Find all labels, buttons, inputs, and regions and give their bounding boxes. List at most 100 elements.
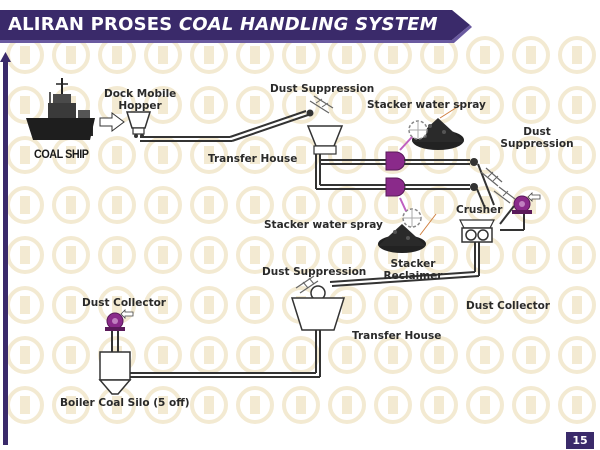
watermark-emblem xyxy=(512,86,550,124)
watermark-emblem xyxy=(144,186,182,224)
conveyor-3 xyxy=(329,242,480,287)
watermark-emblem xyxy=(52,386,90,424)
dust-collector-right-label: Dust Collector xyxy=(466,300,550,312)
crusher-label: Crusher xyxy=(456,204,503,216)
watermark-emblem xyxy=(144,286,182,324)
watermark-emblem xyxy=(558,36,596,74)
stacker-water-spray-top-label: Stacker water spray xyxy=(367,99,486,111)
unload-arrow xyxy=(99,112,125,132)
watermark-emblem xyxy=(190,286,228,324)
dust-spray-mid xyxy=(295,275,319,294)
dust-spray-top xyxy=(309,95,334,114)
watermark-emblem xyxy=(512,136,550,174)
watermark-emblem xyxy=(190,386,228,424)
watermark-emblem xyxy=(558,236,596,274)
transfer-house-top xyxy=(306,125,344,155)
watermark-emblem xyxy=(466,36,504,74)
watermark-emblem xyxy=(52,336,90,374)
watermark-emblem xyxy=(558,136,596,174)
watermark-emblem xyxy=(466,86,504,124)
page-number: 15 xyxy=(566,432,594,449)
dust-collector-left-label: Dust Collector xyxy=(82,297,166,309)
watermark-emblem xyxy=(466,136,504,174)
watermark-emblem xyxy=(52,286,90,324)
stacker-head-1 xyxy=(385,151,406,171)
transfer-house-bottom xyxy=(290,285,346,331)
watermark-emblem xyxy=(98,136,136,174)
watermark-emblem xyxy=(236,86,274,124)
watermark-emblem xyxy=(98,186,136,224)
watermark-emblem xyxy=(98,236,136,274)
watermark-emblem xyxy=(144,386,182,424)
conveyor-1 xyxy=(140,109,314,142)
watermark-emblem xyxy=(236,286,274,324)
watermark-emblem xyxy=(282,136,320,174)
watermark-emblem xyxy=(558,186,596,224)
watermark-emblem xyxy=(512,286,550,324)
watermark-emblem xyxy=(282,86,320,124)
watermark-emblem xyxy=(558,386,596,424)
watermark-emblem xyxy=(558,336,596,374)
coal-pile-bottom xyxy=(378,224,426,253)
watermark-emblem xyxy=(190,86,228,124)
watermark-emblem xyxy=(144,86,182,124)
watermark-emblem xyxy=(282,386,320,424)
watermark-emblem xyxy=(374,86,412,124)
watermark-emblem xyxy=(466,336,504,374)
watermark-emblem xyxy=(236,236,274,274)
watermark-emblem xyxy=(236,136,274,174)
watermark-emblem xyxy=(328,136,366,174)
watermark-emblem xyxy=(420,286,458,324)
watermark-emblem xyxy=(190,186,228,224)
watermark-emblem xyxy=(328,86,366,124)
watermark-emblem xyxy=(328,386,366,424)
watermark-emblem xyxy=(328,336,366,374)
dust-collector-right-icon xyxy=(499,192,541,231)
dust-suppression-mid-label: Dust Suppression xyxy=(262,266,367,278)
transfer-house-bottom-label: Transfer House xyxy=(352,330,442,342)
watermark-emblem xyxy=(512,236,550,274)
watermark-emblem xyxy=(282,186,320,224)
watermark-emblem xyxy=(420,386,458,424)
conveyor-4 xyxy=(130,330,321,378)
watermark-emblem xyxy=(420,336,458,374)
left-vertical-arrow xyxy=(0,52,11,445)
boiler-coal-silo xyxy=(98,351,132,395)
watermark-emblem xyxy=(282,236,320,274)
conveyor-2 xyxy=(404,158,495,209)
dock-mobile-hopper xyxy=(125,111,152,138)
watermark-emblem xyxy=(558,86,596,124)
watermark-emblem xyxy=(466,286,504,324)
watermark-emblem xyxy=(512,386,550,424)
watermark-emblem xyxy=(144,236,182,274)
transfer-house-top-label: Transfer House xyxy=(208,153,298,165)
watermark-emblem xyxy=(374,286,412,324)
watermark-emblem xyxy=(236,186,274,224)
watermark-emblem xyxy=(558,286,596,324)
dust-collector-left-icon xyxy=(105,309,134,352)
water-spray-wheel-bottom xyxy=(399,197,437,236)
watermark-emblem xyxy=(52,186,90,224)
dust-suppression-top-label: Dust Suppression xyxy=(270,83,375,95)
watermark-emblem xyxy=(236,386,274,424)
watermark-emblem xyxy=(52,236,90,274)
watermark-emblem xyxy=(420,236,458,274)
watermark-emblem xyxy=(190,236,228,274)
stacker-head-2 xyxy=(385,177,406,197)
watermark-emblem xyxy=(374,336,412,374)
coal-ship-label: COAL SHIP xyxy=(34,147,89,161)
page-title: ALIRAN PROSES COAL HANDLING SYSTEM xyxy=(8,14,438,35)
watermark-emblem xyxy=(466,386,504,424)
coal-ship-icon xyxy=(26,78,95,140)
watermark-emblem xyxy=(328,236,366,274)
watermark-emblem xyxy=(374,386,412,424)
crusher-icon xyxy=(459,219,495,243)
dust-spray-right xyxy=(480,167,516,204)
stacker-water-spray-mid-label: Stacker water spray xyxy=(264,219,383,231)
conveyor-split xyxy=(315,154,386,190)
water-spray-wheel-top xyxy=(399,103,463,151)
